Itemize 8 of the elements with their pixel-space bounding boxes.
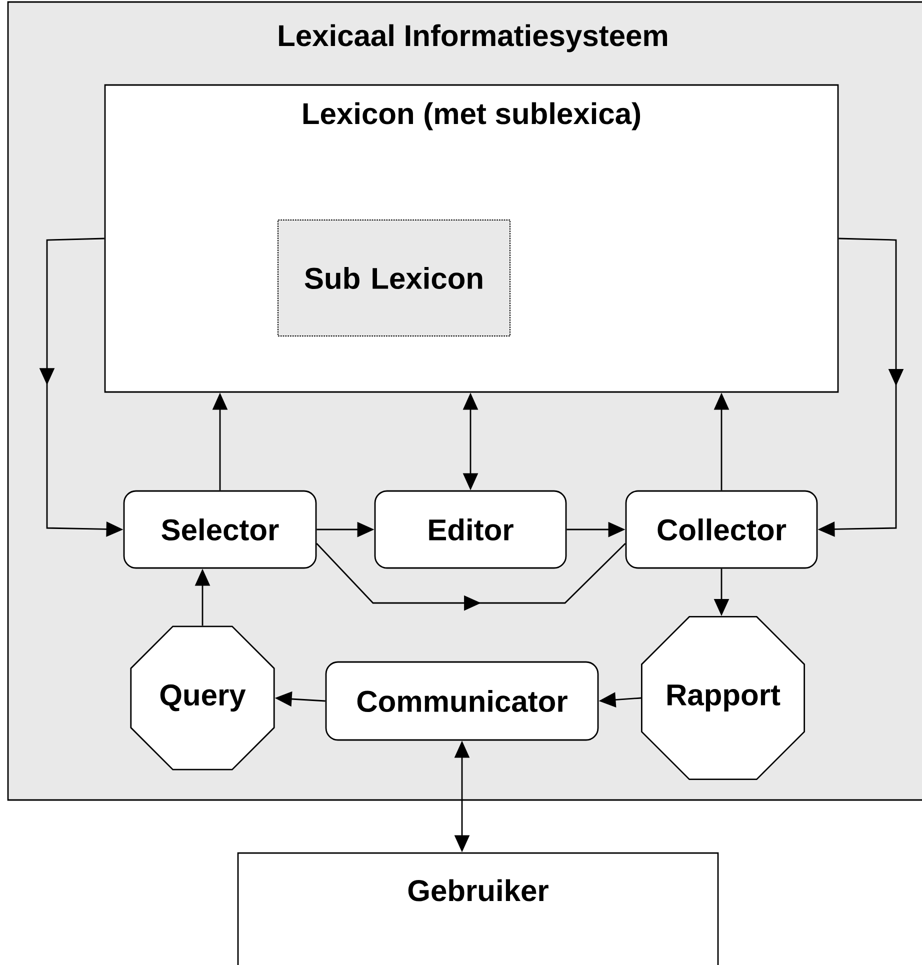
sublexicon-box: Sub Lexicon [278,220,510,336]
process-box: Communicator [325,661,599,741]
process-box: Selector [123,490,317,569]
process-box: Collector [625,490,818,569]
user-box: Gebruiker [237,852,719,965]
process-box: Editor [374,490,567,569]
octagon-node: Query [130,626,275,770]
octagon-node: Rapport [641,616,806,780]
